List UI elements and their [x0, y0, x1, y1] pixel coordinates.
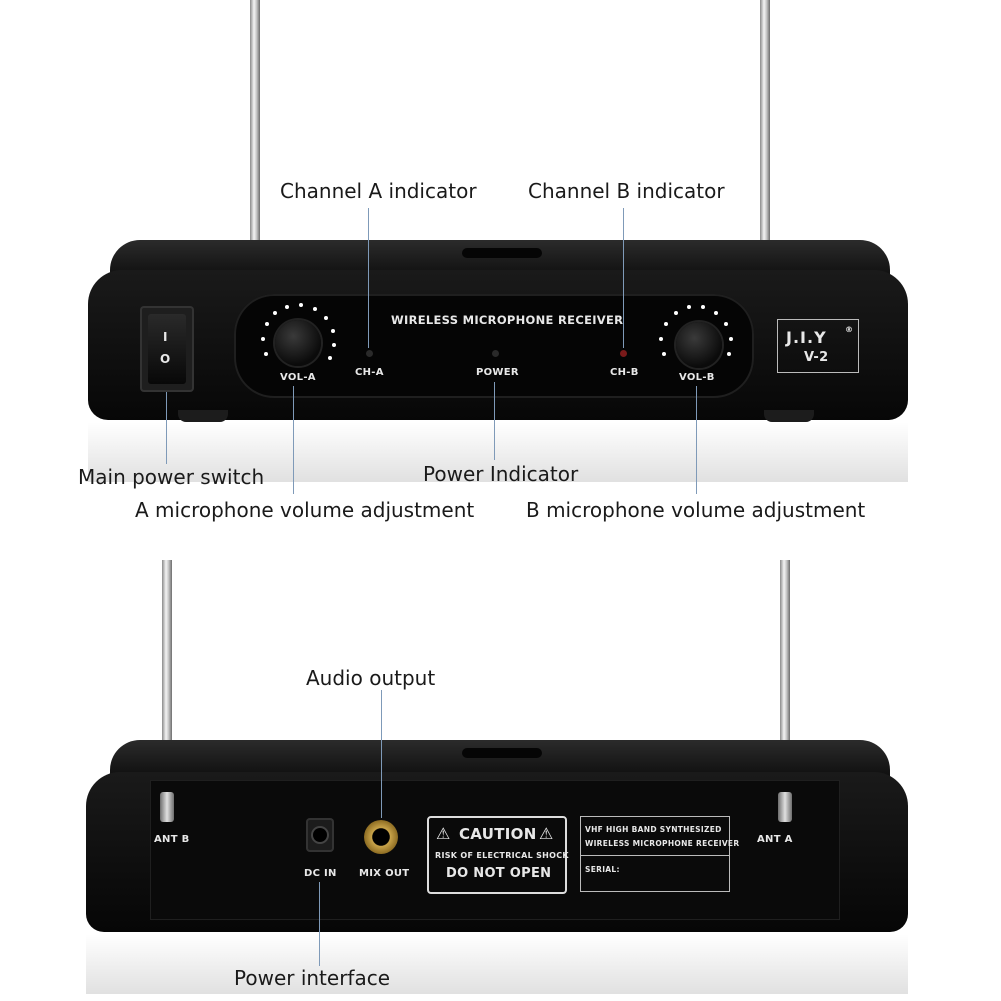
power-led [492, 350, 499, 357]
antenna-right [760, 0, 770, 248]
spec-label: VHF HIGH BAND SYNTHESIZED WIRELESS MICRO… [580, 816, 739, 892]
power-label: POWER [476, 367, 519, 378]
vol-a-label: VOL-A [280, 372, 316, 383]
vol-a-scale-dot [264, 352, 268, 356]
callout-power-indicator: Power Indicator [423, 462, 579, 486]
vol-a-scale-dot [313, 307, 317, 311]
leader-ch-b [623, 208, 624, 348]
spec-line-1: VHF HIGH BAND SYNTHESIZED [585, 825, 722, 834]
vol-a-knob[interactable] [275, 320, 321, 366]
callout-channel-a: Channel A indicator [280, 179, 477, 203]
vol-b-scale-dot [724, 322, 728, 326]
power-switch[interactable]: I O [140, 306, 194, 392]
antenna-ant-a [780, 560, 790, 800]
vol-a-scale-dot [324, 316, 328, 320]
power-switch-rocker [148, 314, 186, 384]
ch-b-led [620, 350, 627, 357]
ant-b-connector[interactable] [160, 792, 174, 822]
spec-line-2: WIRELESS MICROPHONE RECEIVER [585, 839, 740, 848]
ch-a-led [366, 350, 373, 357]
leader-power-switch [166, 392, 167, 464]
rear-reflection [86, 934, 908, 994]
vol-b-label: VOL-B [679, 372, 715, 383]
rear-recessed-panel [150, 780, 840, 920]
dc-in-label: DC IN [304, 868, 337, 879]
vol-b-scale-dot [729, 337, 733, 341]
vol-b-scale-dot [674, 311, 678, 315]
receiver-title: WIRELESS MICROPHONE RECEIVER [391, 313, 624, 327]
callout-b-mic-volume: B microphone volume adjustment [526, 498, 866, 522]
ch-a-label: CH-A [355, 367, 384, 378]
caution-warning-icon-left: ⚠ [436, 824, 451, 843]
vol-a-scale-dot [328, 356, 332, 360]
top-slot [462, 248, 542, 258]
front-foot-right [764, 410, 814, 422]
callout-a-mic-volume: A microphone volume adjustment [135, 498, 475, 522]
vol-b-scale-dot [662, 352, 666, 356]
registered-mark: ® [845, 325, 854, 334]
rear-top-slot [462, 748, 542, 758]
callout-audio-output: Audio output [306, 666, 436, 690]
vol-a-scale-dot [261, 337, 265, 341]
vol-a-scale-dot [285, 305, 289, 309]
vol-b-knob[interactable] [676, 322, 722, 368]
leader-ch-a [368, 208, 369, 348]
callout-main-power-switch: Main power switch [78, 465, 265, 489]
model-name: V-2 [804, 350, 829, 365]
rear-view: ANT B ANT A DC IN MIX OUT ⚠ CAUTION ⚠ RI… [0, 540, 1001, 1001]
vol-b-scale-dot [727, 352, 731, 356]
serial-label: SERIAL: [585, 865, 620, 874]
antenna-left [250, 0, 260, 248]
callout-channel-b: Channel B indicator [528, 179, 725, 203]
vol-a-scale-dot [265, 322, 269, 326]
caution-label: ⚠ CAUTION ⚠ RISK OF ELECTRICAL SHOCK DO … [427, 816, 569, 894]
switch-off-symbol: O [160, 352, 171, 366]
vol-b-scale-dot [714, 311, 718, 315]
ch-b-label: CH-B [610, 367, 639, 378]
front-view: I O VOL-A WIRELESS MICROPHONE RECEIVER C… [78, 0, 908, 522]
vol-a-scale-dot [332, 343, 336, 347]
brand-badge: J.I.Y ® V-2 [777, 319, 859, 373]
vol-a-scale-dot [299, 303, 303, 307]
leader-vol-a [293, 386, 294, 494]
caution-title: CAUTION [459, 825, 537, 843]
ant-b-label: ANT B [154, 834, 190, 845]
vol-a-scale-dot [331, 329, 335, 333]
leader-power-indicator [494, 382, 495, 460]
vol-b-scale-dot [659, 337, 663, 341]
dc-in-jack[interactable] [306, 818, 334, 852]
caution-warning-icon-right: ⚠ [539, 824, 554, 843]
caution-line-1: RISK OF ELECTRICAL SHOCK [435, 851, 569, 860]
callout-power-interface: Power interface [234, 966, 391, 990]
brand-name: J.I.Y [786, 328, 827, 347]
vol-a-scale-dot [273, 311, 277, 315]
mix-out-label: MIX OUT [359, 868, 410, 879]
caution-line-2: DO NOT OPEN [446, 866, 552, 881]
spec-divider [581, 855, 729, 856]
vol-b-scale-dot [701, 305, 705, 309]
mix-out-jack[interactable] [364, 820, 398, 854]
leader-power-interface [319, 882, 320, 966]
leader-vol-b [696, 386, 697, 494]
switch-on-symbol: I [163, 330, 168, 344]
antenna-ant-b [162, 560, 172, 800]
vol-b-scale-dot [687, 305, 691, 309]
ant-a-connector[interactable] [778, 792, 792, 822]
vol-b-scale-dot [664, 322, 668, 326]
dc-in-socket [313, 828, 327, 842]
ant-a-label: ANT A [757, 834, 793, 845]
front-foot-left [178, 410, 228, 422]
leader-audio-output [381, 690, 382, 818]
